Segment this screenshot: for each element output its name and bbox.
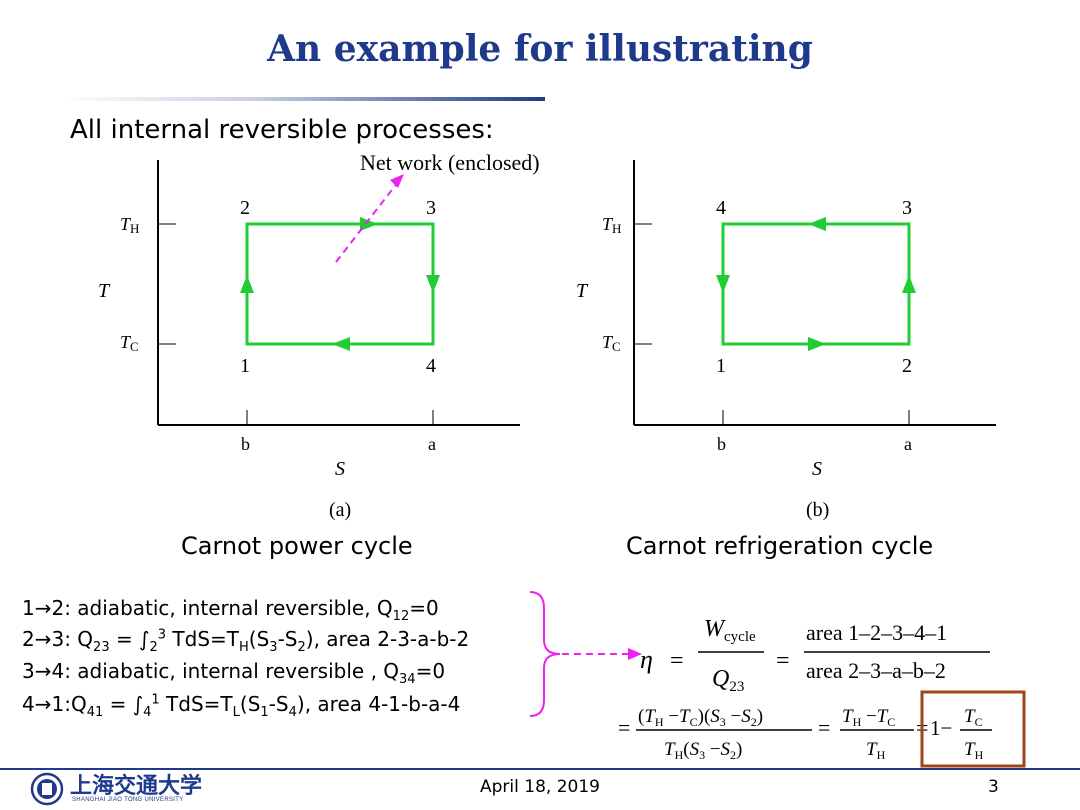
tick-label-a: a: [904, 434, 912, 454]
arrow-left: [716, 275, 730, 293]
x-axis-label: S: [335, 458, 345, 480]
net-work-arrowhead: [390, 174, 404, 188]
equals-1: =: [670, 648, 684, 674]
net-work-pointer: [335, 181, 399, 263]
corner-label-bl: 1: [716, 355, 726, 377]
brace-pointer: [529, 591, 642, 717]
intro-text: All internal reversible processes:: [70, 115, 494, 145]
tc-label: TC: [602, 332, 621, 354]
net-work-annotation: Net work (enclosed): [360, 150, 540, 175]
statement-3-4: 3→4: adiabatic, internal reversible , Q3…: [22, 659, 446, 687]
caption-b: Carnot refrigeration cycle: [626, 532, 934, 560]
arrow-bottom: [332, 337, 350, 351]
statement-2-3: 2→3: Q23 = ∫23 TdS=TH(S3-S2), area 2-3-a…: [22, 627, 470, 655]
university-name-en: SHANGHAI JIAO TONG UNIVERSITY: [72, 797, 184, 803]
f2-denominator: TH: [866, 739, 886, 762]
arrow-bottom: [808, 337, 826, 351]
arrow-right: [426, 275, 440, 293]
sublabel-a: (a): [329, 499, 351, 521]
diagram-b: TH TC T b a S (b) 4 3 1 2: [576, 160, 996, 521]
sublabel-b: (b): [806, 499, 829, 521]
title-underline: [60, 97, 545, 101]
slide-title: An example for illustrating: [267, 28, 813, 70]
x-axis-label: S: [812, 458, 822, 480]
arrow-top: [360, 217, 378, 231]
eta-symbol: η: [640, 645, 653, 674]
corner-label-tl: 4: [716, 197, 726, 219]
diagram-a: TH TC T b a S (a) 2 3 1 4 Net work (encl…: [98, 150, 540, 521]
y-axis-label: T: [98, 280, 111, 302]
one-minus: 1−: [930, 716, 952, 740]
corner-label-br: 2: [902, 355, 912, 377]
efficiency-equation: η = Wcycle Q23 = area 1–2–3–4–1 area 2–3…: [618, 616, 1026, 768]
statement-1-2: 1→2: adiabatic, internal reversible, Q12…: [22, 596, 439, 624]
cycle-rectangle: [245, 222, 435, 346]
work-numerator: Wcycle: [704, 616, 756, 645]
slide-date: April 18, 2019: [480, 777, 600, 797]
f1-numerator: (TH −TC)(S3 −S2): [638, 706, 763, 729]
f1-denominator: TH(S3 −S2): [664, 739, 742, 762]
f3-numerator: TC: [964, 706, 983, 729]
arrow-right: [902, 275, 916, 293]
equals-4: =: [818, 715, 830, 740]
tick-label-b: b: [241, 434, 250, 454]
equals-3: =: [618, 715, 630, 740]
th-label: TH: [602, 214, 621, 236]
tc-label: TC: [120, 332, 139, 354]
arrow-right-icon: [628, 648, 642, 660]
brace-icon: [529, 591, 561, 717]
page-number: 3: [988, 777, 999, 797]
corner-label-tr: 3: [426, 197, 436, 219]
heat-denominator: Q23: [712, 666, 744, 695]
y-axis-label: T: [576, 280, 589, 302]
equals-2: =: [776, 648, 790, 674]
caption-a: Carnot power cycle: [181, 532, 413, 560]
statement-4-1: 4→1:Q41 = ∫41 TdS=TL(S1-S4), area 4-1-b-…: [22, 692, 461, 720]
tick-label-b: b: [717, 434, 726, 454]
corner-label-bl: 1: [240, 355, 250, 377]
f3-denominator: TH: [964, 739, 984, 762]
university-seal-icon: [30, 772, 64, 806]
corner-label-tl: 2: [240, 197, 250, 219]
result-highlight-box: [920, 690, 1026, 768]
corner-label-br: 4: [426, 355, 436, 377]
tick-label-a: a: [428, 434, 436, 454]
cycle-rectangle: [721, 222, 911, 346]
corner-label-tr: 3: [902, 197, 912, 219]
th-label: TH: [120, 214, 139, 236]
arrow-left: [240, 275, 254, 293]
f2-numerator: TH −TC: [842, 706, 895, 729]
university-name-cn: 上海交通大学: [70, 773, 203, 799]
university-logo: 上海交通大学 SHANGHAI JIAO TONG UNIVERSITY: [30, 772, 230, 806]
area-numerator: area 1–2–3–4–1: [806, 620, 947, 645]
area-denominator: area 2–3–a–b–2: [806, 658, 946, 683]
arrow-top: [808, 217, 826, 231]
footer-rule: [0, 768, 1080, 770]
